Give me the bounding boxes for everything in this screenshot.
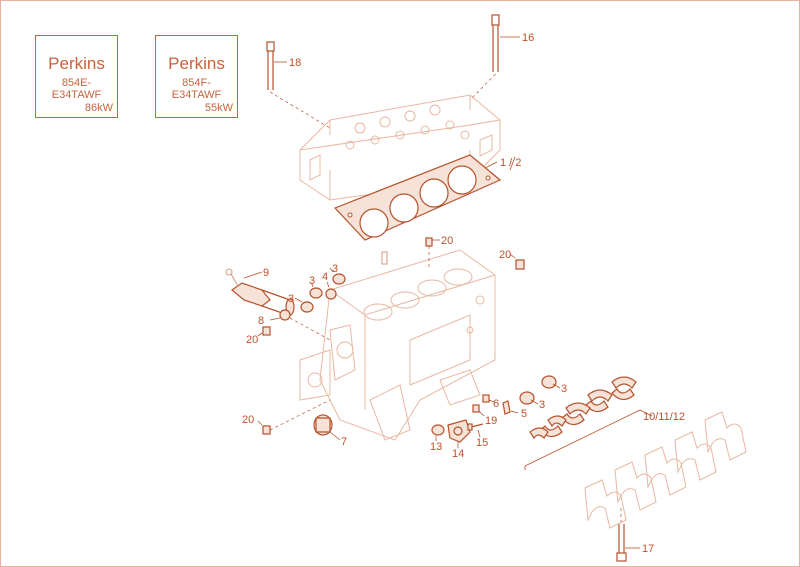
head-gasket[interactable] <box>333 154 516 241</box>
callout-1-2: 1 / 2 <box>500 157 521 169</box>
callout-20-bottom: 20 <box>242 414 254 426</box>
callout-20-top: 20 <box>441 235 453 247</box>
bolt-15[interactable] <box>467 423 484 438</box>
callout-14: 14 <box>452 448 464 460</box>
callout-9: 9 <box>263 267 269 279</box>
callout-19: 19 <box>485 415 497 427</box>
seal-3-top[interactable] <box>329 267 346 285</box>
seal-3-right-upper[interactable] <box>541 375 561 389</box>
callout-13: 13 <box>430 441 442 453</box>
callout-17: 17 <box>642 543 654 555</box>
callout-8: 8 <box>258 315 264 327</box>
seal-3-right-lower[interactable] <box>519 391 539 405</box>
model-power: 86kW <box>84 102 113 114</box>
model-code-line1: 854F- <box>182 77 211 89</box>
model-box-854e[interactable]: Perkins 854E- E34TAWF 86kW <box>35 35 118 118</box>
callout-3-mid: 3 <box>309 275 315 287</box>
main-bearing-shells[interactable] <box>524 376 653 470</box>
o-ring-13[interactable] <box>431 424 445 441</box>
callout-3-left: 3 <box>288 293 294 305</box>
dowel-20-bottom[interactable] <box>257 420 271 435</box>
callout-20-right: 20 <box>499 249 511 261</box>
washer-8[interactable] <box>269 309 291 321</box>
bolt-17[interactable] <box>616 508 640 562</box>
oil-cooler-pipe-9[interactable] <box>225 268 295 316</box>
callout-4: 4 <box>322 271 328 283</box>
callout-15: 15 <box>476 437 488 449</box>
stud[interactable] <box>381 251 388 265</box>
bolt-16[interactable] <box>469 14 520 101</box>
housing-14[interactable] <box>447 419 471 448</box>
callout-18: 18 <box>289 57 301 69</box>
callout-3-top: 3 <box>332 263 338 275</box>
callout-20-left: 20 <box>246 334 258 346</box>
model-box-854f[interactable]: Perkins 854F- E34TAWF 55kW <box>155 35 238 118</box>
model-brand: Perkins <box>168 54 225 73</box>
model-code-line1: 854E- <box>61 77 92 89</box>
seal-3-left[interactable] <box>294 297 314 313</box>
callout-3-right-upper: 3 <box>561 383 567 395</box>
dowel-20-left[interactable] <box>257 326 271 337</box>
callout-5: 5 <box>521 408 527 420</box>
engine-block[interactable] <box>299 249 496 441</box>
model-power: 55kW <box>204 102 233 114</box>
model-brand: Perkins <box>48 54 105 73</box>
model-code-line2: E34TAWF <box>51 89 102 101</box>
callout-16: 16 <box>522 32 534 44</box>
main-bearing-caps[interactable] <box>584 411 747 529</box>
model-code-line2: E34TAWF <box>171 89 222 101</box>
seal-4[interactable] <box>325 281 337 300</box>
dowel-20-top[interactable] <box>425 237 440 270</box>
plug-19[interactable] <box>472 404 485 417</box>
callout-7: 7 <box>341 436 347 448</box>
bolt-18[interactable] <box>266 41 331 129</box>
callout-6: 6 <box>493 398 499 410</box>
callout-3-right-lower: 3 <box>539 399 545 411</box>
seal-3-mid[interactable] <box>309 283 323 299</box>
dowel-20-right[interactable] <box>509 253 525 270</box>
rear-seal-7[interactable] <box>269 399 341 441</box>
plug-6[interactable] <box>482 394 495 403</box>
callout-10-11-12: 10/11/12 <box>643 411 685 423</box>
fitting-5[interactable] <box>502 400 519 415</box>
